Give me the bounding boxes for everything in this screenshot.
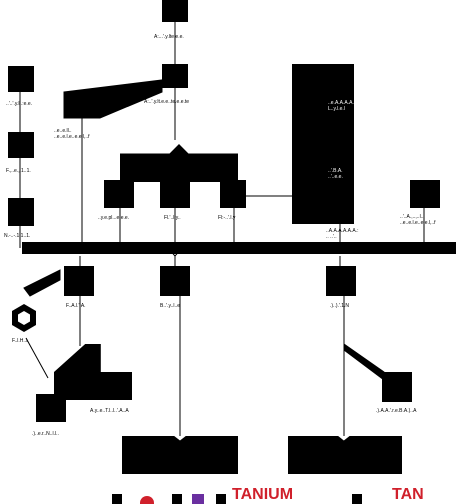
branch-1-label: ..y.e.pl...e.e.e. — [98, 215, 130, 221]
bar-node-3-label: .)..).'.1.N — [330, 303, 350, 309]
left-node-c-label: N.-..-.1.1..1. — [4, 233, 31, 239]
horizontal-bus — [22, 242, 456, 254]
branch-node-2[interactable] — [160, 180, 190, 208]
right-stack-label-2: ..'.B.A. ..'..e.e. — [328, 168, 343, 180]
bar-node-1[interactable] — [64, 266, 94, 296]
bar-node-3[interactable] — [326, 266, 356, 296]
second-node-label: A:..'.y.lt.e.e..te.e.e.te — [144, 99, 190, 105]
footer-bar-4 — [352, 494, 362, 504]
left-node-b-label: F.,..e.,.1..1. — [6, 168, 31, 174]
connector-wedge — [63, 79, 163, 119]
tanium-logo-1: TANIUM — [232, 486, 293, 504]
footer-red-mark — [140, 496, 154, 504]
connector — [25, 337, 49, 379]
lower-mid-label: A.y..e..T.l..l..'.A..A — [90, 408, 129, 414]
branch-4-label: ..A.A.A.A.A.A.: .. ..'.. — [326, 228, 359, 240]
branch-3-label: Fl:-..'.l.y — [218, 215, 236, 221]
left-node-a[interactable] — [8, 66, 34, 92]
left-node-b[interactable] — [8, 132, 34, 158]
lower-left-node[interactable] — [36, 394, 66, 422]
root-node[interactable] — [162, 0, 188, 22]
bottom-block-left[interactable] — [122, 436, 238, 474]
far-right-label: ..'..A.,..,..l.. ..e..e.l.e..e.e.l,..f — [400, 214, 436, 226]
bar-node-2-label: B..'.y..l..e — [160, 303, 181, 309]
connector-wedge — [23, 269, 61, 297]
branch-2-label: Fl.'..l.y.. — [164, 215, 181, 221]
tanium-logo-2-text: TAN — [392, 486, 424, 503]
root-node-label: A:...'.y.lte.e.e. — [154, 34, 184, 40]
lower-right-node[interactable] — [382, 372, 412, 402]
bar-node-2[interactable] — [160, 266, 190, 296]
mid-left-label: ..e..e.ll.. ..e..e.l.e..e.e.l,..f — [54, 128, 90, 140]
left-node-c[interactable] — [8, 198, 34, 226]
right-stack-label-1: ..e.A.A.A.A., L..y.l.e.l — [328, 100, 356, 112]
second-node[interactable] — [162, 64, 188, 88]
tanium-logo-1-text: TANIUM — [232, 486, 294, 503]
footer-purple-mark — [192, 494, 204, 504]
footer-bar-2 — [172, 494, 182, 504]
lower-right-label: .).A.A.'.r.e.B.A.)..A — [376, 408, 417, 414]
hex-label: F..l.H..t — [12, 338, 28, 344]
tanium-logo-2: TAN — [392, 486, 424, 504]
footer-bar-1 — [112, 494, 122, 504]
right-stack[interactable] — [292, 64, 354, 224]
far-right-node[interactable] — [410, 180, 440, 208]
lower-left-label: .)..e.r..N..l.l.. — [32, 431, 59, 437]
branch-node-1[interactable] — [104, 180, 134, 208]
bar-node-1-label: F..A.l.'.A. — [66, 303, 86, 309]
bottom-block-right[interactable] — [288, 436, 402, 474]
footer-bar-3 — [216, 494, 226, 504]
branch-node-3[interactable] — [220, 180, 246, 208]
left-node-a-label: ..'..'.y.l..:e.e. — [6, 101, 32, 107]
